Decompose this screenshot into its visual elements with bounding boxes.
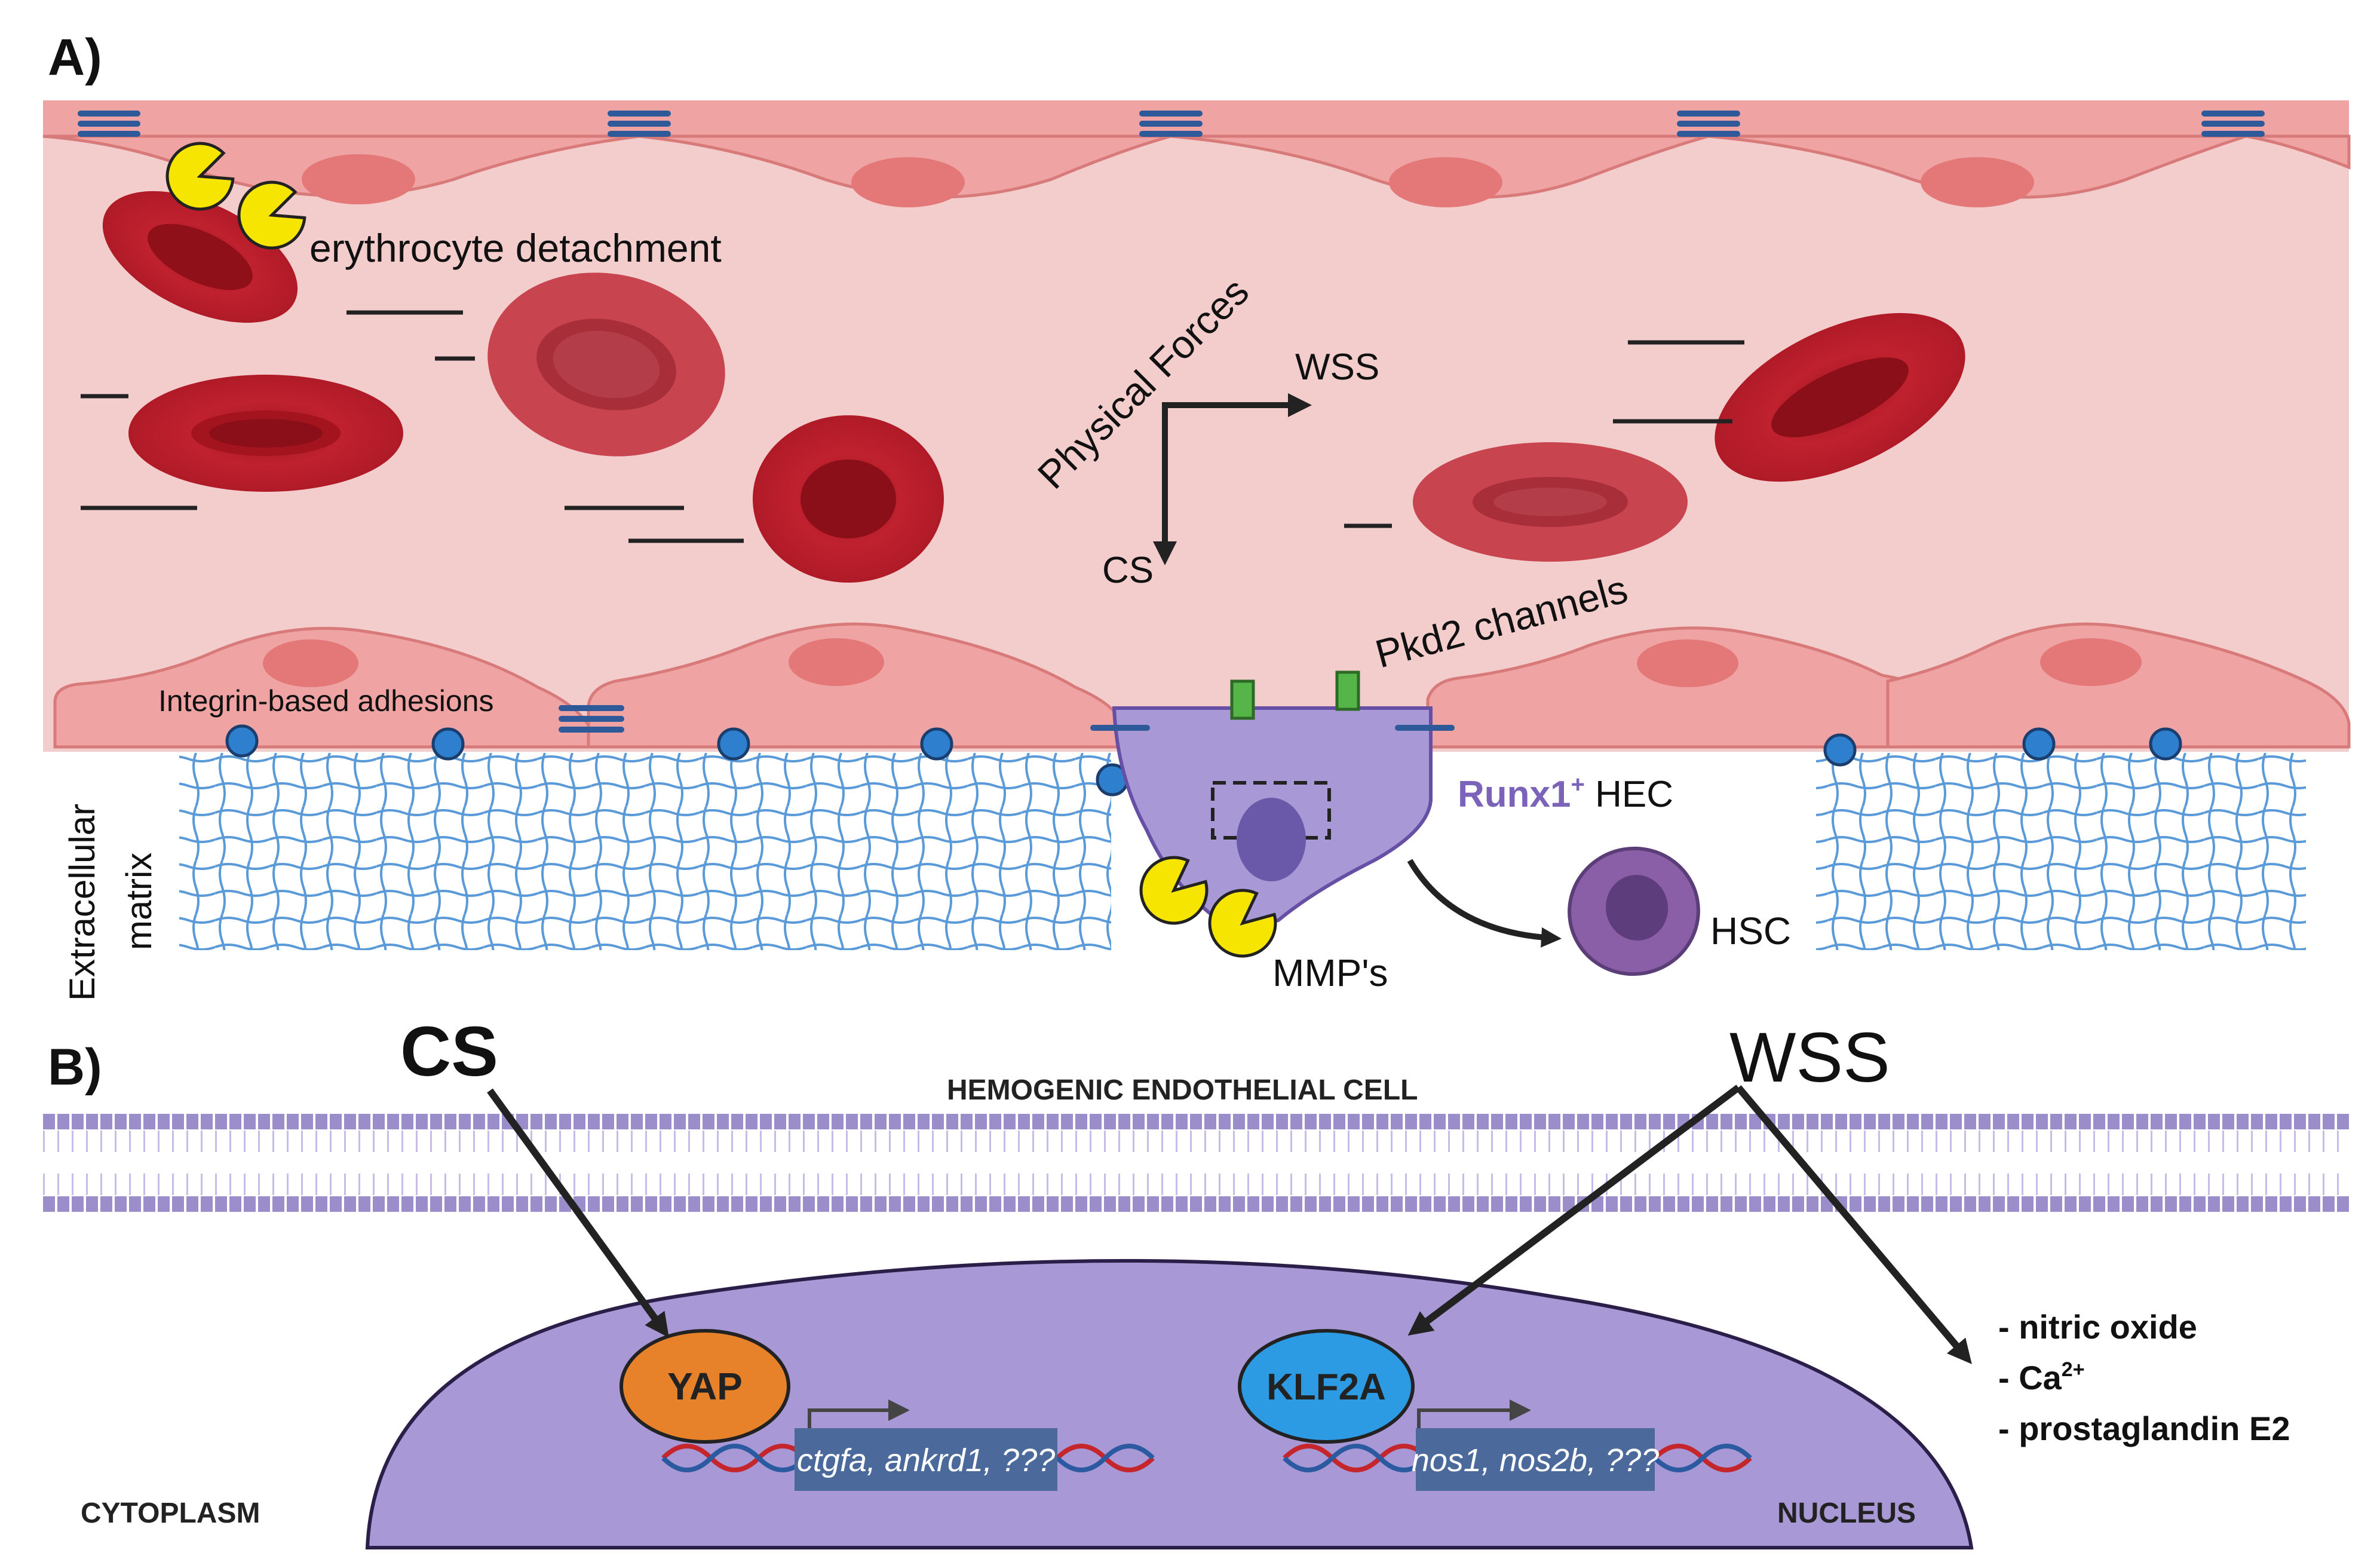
hec-label-sup: +	[1571, 771, 1584, 798]
output-item: - Ca2+	[1998, 1358, 2085, 1396]
endothelial-nucleus	[789, 638, 884, 686]
hsc-label: HSC	[1710, 909, 1791, 952]
endothelial-nucleus	[851, 157, 965, 207]
endothelial-nucleus	[263, 639, 358, 687]
hec-label-bold: Runx1	[1458, 774, 1571, 815]
yap-gene-box: ctgfa, ankrd1, ???	[795, 1428, 1057, 1491]
panel-a: A)	[42, 29, 2351, 1001]
wss-axis-label: WSS	[1295, 347, 1379, 388]
hec-cell	[1090, 706, 1455, 927]
output-sup: 2+	[2062, 1358, 2085, 1381]
eht-arrow	[1407, 859, 1562, 948]
integrin-adhesions-label: Integrin-based adhesions	[158, 684, 494, 718]
yap-factor: YAP	[619, 1329, 790, 1444]
endothelial-nucleus	[2040, 638, 2142, 686]
nucleus-label: NUCLEUS	[1777, 1497, 1916, 1529]
wss-outputs-list: - nitric oxide - Ca2+ - prostaglandin E2	[1998, 1308, 2290, 1447]
endothelial-nucleus	[302, 154, 415, 204]
wss-input-label: WSS	[1729, 1018, 1890, 1097]
tight-junction	[559, 705, 624, 733]
rbc-faded	[1413, 442, 1688, 562]
cs-input-label: CS	[400, 1012, 498, 1091]
endothelial-nucleus	[1921, 157, 2034, 207]
rbc	[1715, 313, 1965, 482]
pkd2-channel	[1230, 670, 1360, 720]
panel-b: B) CS WSS HEMOGENIC ENDOTHELIAL CELL YAP	[43, 1012, 2349, 1549]
klf2a-factor: KLF2A	[1238, 1329, 1415, 1444]
cs-axis-label: CS	[1102, 550, 1154, 591]
endothelial-nucleus	[1637, 639, 1738, 687]
rbc-faded	[487, 272, 725, 457]
signaling-arrows	[487, 1085, 1972, 1364]
nucleus-body	[365, 1259, 1974, 1549]
yap-genes-label: ctgfa, ankrd1, ???	[797, 1442, 1055, 1478]
dna-helix	[661, 1444, 1752, 1472]
mmp-enzyme	[165, 142, 306, 250]
panel-a-label: A)	[48, 29, 102, 86]
hec-label: Runx1+ HEC	[1458, 771, 1673, 815]
output-text: - prostaglandin E2	[1998, 1410, 2290, 1447]
output-item: - prostaglandin E2	[1998, 1410, 2290, 1447]
hec-label-rest: HEC	[1585, 774, 1673, 815]
top-endothelium	[42, 100, 2351, 207]
rbc	[753, 415, 944, 583]
integrin-adhesion-dots	[225, 724, 2182, 797]
force-axes	[1153, 393, 1312, 565]
mmp-enzyme	[1139, 856, 1277, 958]
output-text: - nitric oxide	[1998, 1308, 2197, 1346]
hsc-cell	[1568, 846, 1700, 976]
tight-junction	[78, 111, 2265, 137]
cell-membrane	[43, 1114, 2349, 1212]
mmps-label: MMP's	[1272, 951, 1388, 994]
red-blood-cells	[102, 191, 1965, 583]
bottom-endothelium	[53, 622, 2351, 749]
output-item: - nitric oxide	[1998, 1308, 2197, 1346]
klf2a-label: KLF2A	[1266, 1367, 1386, 1408]
panel-b-label: B)	[48, 1039, 102, 1096]
output-text: - Ca	[1998, 1359, 2062, 1396]
extracellular-matrix	[179, 753, 2306, 950]
cell-title: HEMOGENIC ENDOTHELIAL CELL	[947, 1074, 1418, 1106]
erythrocyte-detachment-label: erythrocyte detachment	[309, 226, 722, 270]
cytoplasm-label: CYTOPLASM	[81, 1497, 260, 1529]
yap-label: YAP	[667, 1365, 743, 1408]
hec-nucleus	[1237, 798, 1306, 881]
flow-motion-lines	[81, 310, 1744, 543]
endothelial-nucleus	[1389, 157, 1502, 207]
ecm-label-line1: Extracellular	[62, 804, 102, 1001]
klf2a-genes-label: nos1, nos2b, ???	[1412, 1442, 1659, 1478]
klf2a-gene-box: nos1, nos2b, ???	[1412, 1428, 1659, 1491]
rbc	[128, 375, 403, 492]
ecm-label-line2: matrix	[119, 853, 159, 950]
